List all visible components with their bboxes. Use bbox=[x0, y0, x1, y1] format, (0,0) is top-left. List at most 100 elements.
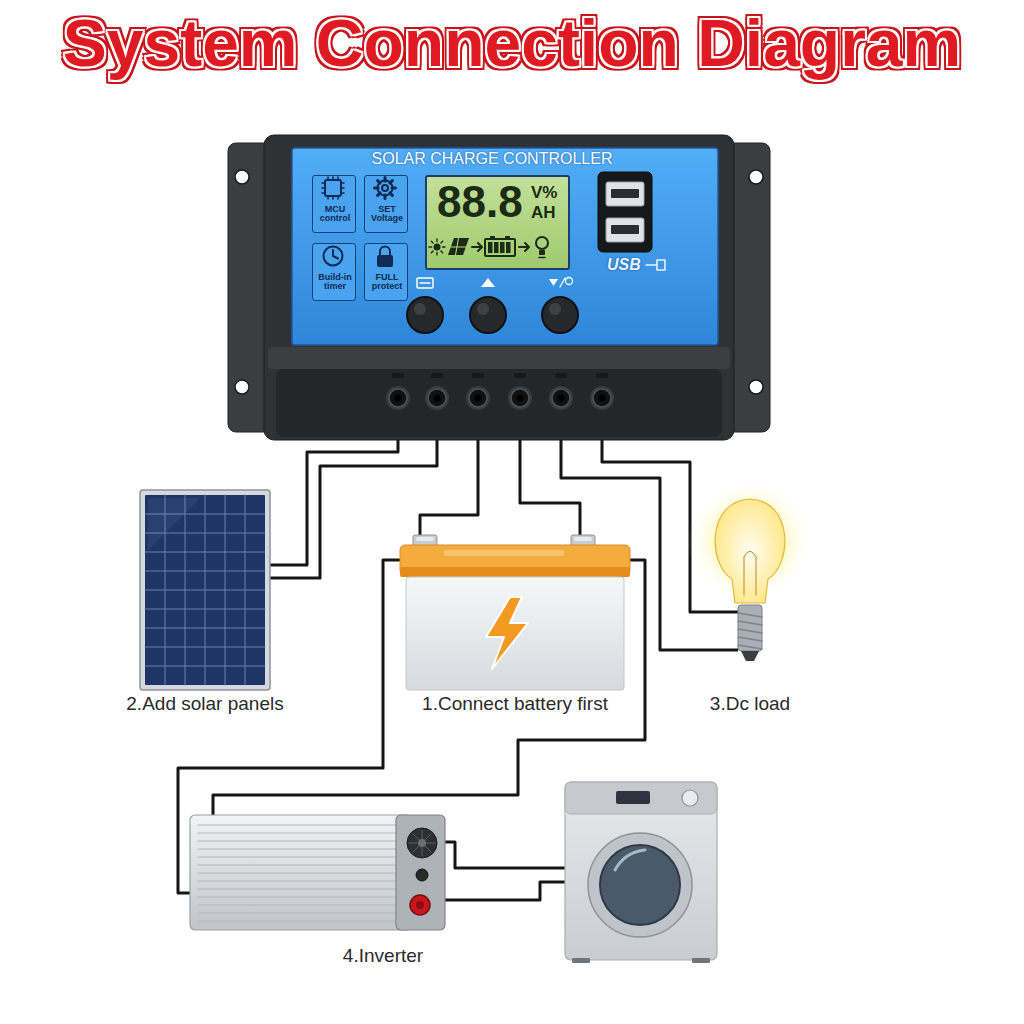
mounting-hole bbox=[235, 170, 249, 184]
terminal-screw bbox=[558, 395, 565, 402]
component-caption: 2.Add solar panels bbox=[126, 693, 283, 716]
usb-port-slot bbox=[611, 225, 639, 234]
washer-foot bbox=[572, 958, 590, 963]
terminal-ring bbox=[466, 386, 490, 410]
solar-panel: 2.Add solar panels bbox=[140, 490, 270, 690]
terminal-screw bbox=[475, 395, 482, 402]
battery-icon-bar bbox=[506, 242, 511, 253]
component-caption: 3.Dc load bbox=[710, 693, 790, 716]
bulb-base bbox=[738, 605, 762, 651]
feature-label: FULL protect bbox=[365, 273, 409, 292]
inverter-end-cap bbox=[396, 815, 445, 930]
usb-frame bbox=[598, 172, 652, 252]
feature-tile: MCU control bbox=[312, 175, 356, 233]
feature-tile: FULL protect bbox=[364, 243, 408, 301]
lcd-display: 88.8V%AH bbox=[425, 175, 570, 270]
clock-hands bbox=[333, 250, 338, 259]
washer-door-glass bbox=[600, 845, 680, 925]
washer-knob bbox=[682, 790, 698, 806]
menu-icon bbox=[420, 282, 430, 283]
red-terminal bbox=[410, 895, 430, 915]
controller-housing bbox=[264, 135, 734, 440]
clock-icon bbox=[324, 247, 343, 266]
button-highlight bbox=[477, 303, 489, 315]
battery-icon-terminal bbox=[505, 236, 510, 239]
black-terminal bbox=[416, 869, 428, 881]
menu-icon bbox=[417, 278, 433, 288]
usb-port-slot bbox=[611, 189, 639, 198]
component-caption: 4.Inverter bbox=[343, 945, 423, 968]
washer-body bbox=[565, 782, 717, 960]
panel-icon bbox=[448, 238, 469, 255]
terminal-screw bbox=[395, 395, 402, 402]
bulb-tip bbox=[741, 651, 759, 661]
push-button bbox=[542, 297, 578, 333]
wire bbox=[213, 560, 645, 815]
slash-icon bbox=[560, 278, 565, 287]
gear-icon bbox=[378, 181, 393, 196]
lock-icon bbox=[377, 255, 393, 267]
battery-icon-bar bbox=[500, 242, 505, 253]
light-bulb: 3.Dc load bbox=[738, 495, 762, 665]
sun-icon bbox=[434, 244, 441, 251]
terminal-ring bbox=[590, 386, 614, 410]
inverter: 4.Inverter bbox=[190, 815, 445, 930]
wire bbox=[520, 440, 580, 535]
terminal-hole bbox=[552, 389, 570, 407]
washer-foot bbox=[692, 958, 710, 963]
terminal-ring bbox=[508, 386, 532, 410]
bulb-icon-base bbox=[539, 250, 545, 255]
appliance-wire bbox=[440, 842, 566, 868]
lcd-unit: AH bbox=[531, 204, 570, 223]
button-highlight bbox=[414, 303, 426, 315]
battery-icon bbox=[485, 239, 515, 256]
solar-panel-picture bbox=[140, 490, 270, 690]
component-caption: 1.Connect battery first bbox=[422, 693, 608, 716]
inverter-picture bbox=[190, 815, 445, 930]
terminal-block bbox=[276, 369, 722, 437]
terminal-vent bbox=[514, 373, 526, 378]
terminal-screw bbox=[517, 395, 524, 402]
terminal-ring bbox=[549, 386, 573, 410]
terminal-vent bbox=[472, 373, 484, 378]
flow-arrow bbox=[519, 243, 529, 251]
chip-pins bbox=[322, 177, 344, 199]
usb-port bbox=[606, 218, 644, 242]
battery-icon-bar bbox=[494, 242, 499, 253]
terminal-vent bbox=[596, 373, 608, 378]
washer-display bbox=[616, 791, 650, 804]
fan-grille bbox=[409, 830, 435, 856]
usb-port bbox=[606, 182, 644, 206]
chip-icon bbox=[325, 180, 341, 196]
feature-label: SET Voltage bbox=[365, 205, 409, 224]
usb-plug-icon bbox=[646, 260, 665, 270]
panel-frame bbox=[140, 490, 270, 690]
light-bulb-picture bbox=[738, 495, 762, 665]
terminal-ring bbox=[386, 386, 410, 410]
terminal-vent bbox=[392, 373, 404, 378]
bulb-icon bbox=[536, 237, 548, 249]
battery-picture bbox=[400, 535, 630, 690]
down-icon bbox=[549, 279, 558, 286]
washer-glass-sheen bbox=[615, 850, 645, 870]
washer-control-panel bbox=[565, 782, 717, 814]
battery-icon-terminal bbox=[490, 236, 495, 239]
lcd-unit: V% bbox=[531, 184, 570, 203]
terminal-screw bbox=[599, 395, 606, 402]
panel-cells bbox=[145, 495, 265, 685]
terminal-vent bbox=[431, 373, 443, 378]
lock-shackle bbox=[380, 247, 390, 256]
lcd-reading: 88.8 bbox=[437, 180, 531, 224]
bulb-glass bbox=[715, 499, 785, 603]
washer-door-ring bbox=[588, 833, 692, 937]
inverter-fins bbox=[198, 825, 402, 921]
push-button bbox=[470, 297, 506, 333]
up-icon bbox=[481, 278, 495, 287]
battery-icon-bar bbox=[488, 242, 493, 253]
port-label: USB bbox=[607, 256, 641, 274]
battery-terminal-top bbox=[416, 537, 434, 541]
mounting-hole bbox=[235, 380, 249, 394]
fan-hub bbox=[418, 839, 426, 847]
feature-label: MCU control bbox=[313, 205, 357, 224]
